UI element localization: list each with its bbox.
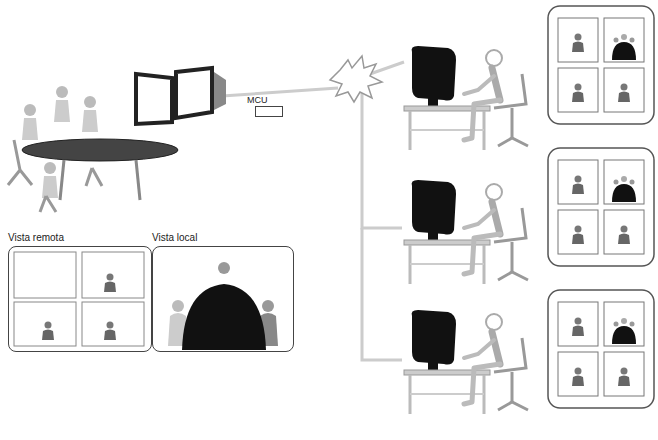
- chair: [86, 168, 102, 186]
- seated-person: [54, 86, 70, 122]
- screen-grid: [548, 290, 654, 408]
- monitor: [136, 74, 172, 124]
- person-head: [262, 300, 274, 312]
- local-view-scene: [168, 262, 278, 350]
- seated-person: [82, 96, 98, 132]
- screen-grid: [548, 148, 654, 266]
- conference-table: [22, 139, 178, 161]
- node-label: MCU: [247, 94, 289, 106]
- room-monitors: [136, 68, 226, 124]
- workstation: [404, 46, 528, 150]
- video-pane: [82, 302, 144, 346]
- seated-person: [22, 104, 38, 140]
- network-line: [362, 92, 402, 228]
- view-screen: Vista remota: [8, 232, 152, 354]
- network-cloud: [330, 56, 382, 102]
- node-label: Vista remota: [8, 232, 152, 246]
- network-line: [222, 88, 338, 96]
- mcu-box: MCU: [247, 94, 289, 120]
- workstation: [404, 180, 528, 284]
- chair: [40, 196, 56, 212]
- pane-person: [104, 322, 116, 341]
- workstation: [404, 310, 528, 414]
- chair: [8, 140, 32, 185]
- video-pane: [82, 252, 144, 298]
- monitor-back: [214, 72, 226, 110]
- node-label: Vista local: [152, 232, 294, 246]
- video-pane: [14, 252, 76, 298]
- pane-person: [42, 322, 54, 341]
- video-pane: [14, 302, 76, 346]
- pane-person: [104, 274, 116, 293]
- person-head: [172, 300, 184, 312]
- table-leg: [60, 160, 64, 200]
- network-line: [362, 228, 402, 360]
- monitor: [176, 68, 212, 118]
- person-dome: [182, 284, 266, 350]
- seated-person: [42, 162, 58, 198]
- remote-view-panes: [14, 252, 144, 346]
- node-frame: [8, 246, 152, 352]
- node-frame: [255, 106, 283, 117]
- view-screen: Vista local: [152, 232, 294, 354]
- node-frame: [152, 246, 294, 352]
- table-leg: [136, 160, 140, 200]
- person-head: [218, 262, 230, 274]
- screen-grid: [548, 6, 654, 124]
